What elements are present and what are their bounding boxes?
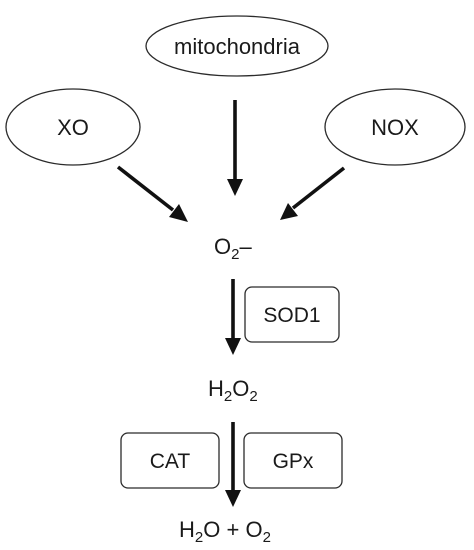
- cat-label: CAT: [150, 450, 191, 473]
- arrow-h2o2-to-products: [225, 422, 241, 507]
- mitochondria-oval: [145, 15, 329, 77]
- gpx-enzyme: GPx: [243, 432, 343, 489]
- nox-label: NOX: [371, 115, 419, 140]
- gpx-box: [243, 432, 343, 489]
- mitochondria-label: mitochondria: [174, 34, 301, 59]
- xo-oval: [5, 88, 141, 166]
- superoxide-label: O2–: [214, 234, 252, 263]
- sod1-box: [244, 286, 340, 343]
- nox-oval: [324, 88, 466, 166]
- sod1-enzyme: SOD1: [244, 286, 340, 343]
- gpx-label: GPx: [273, 450, 314, 473]
- xo-label: XO: [57, 115, 89, 140]
- cat-enzyme: CAT: [120, 432, 220, 489]
- sod1-label: SOD1: [263, 304, 320, 327]
- xo-node: XO: [5, 88, 141, 166]
- mitochondria-node: mitochondria: [145, 15, 329, 77]
- cat-box: [120, 432, 220, 489]
- nox-node: NOX: [324, 88, 466, 166]
- arrow-superoxide-to-h2o2: [225, 279, 241, 355]
- products-label: H2O + O2: [179, 517, 271, 546]
- hydrogen-peroxide-label: H2O2: [208, 376, 258, 405]
- arrow-mitochondria-to-superoxide: [227, 100, 243, 196]
- arrow-xo-to-superoxide: [116, 165, 188, 222]
- arrow-nox-to-superoxide: [280, 166, 346, 220]
